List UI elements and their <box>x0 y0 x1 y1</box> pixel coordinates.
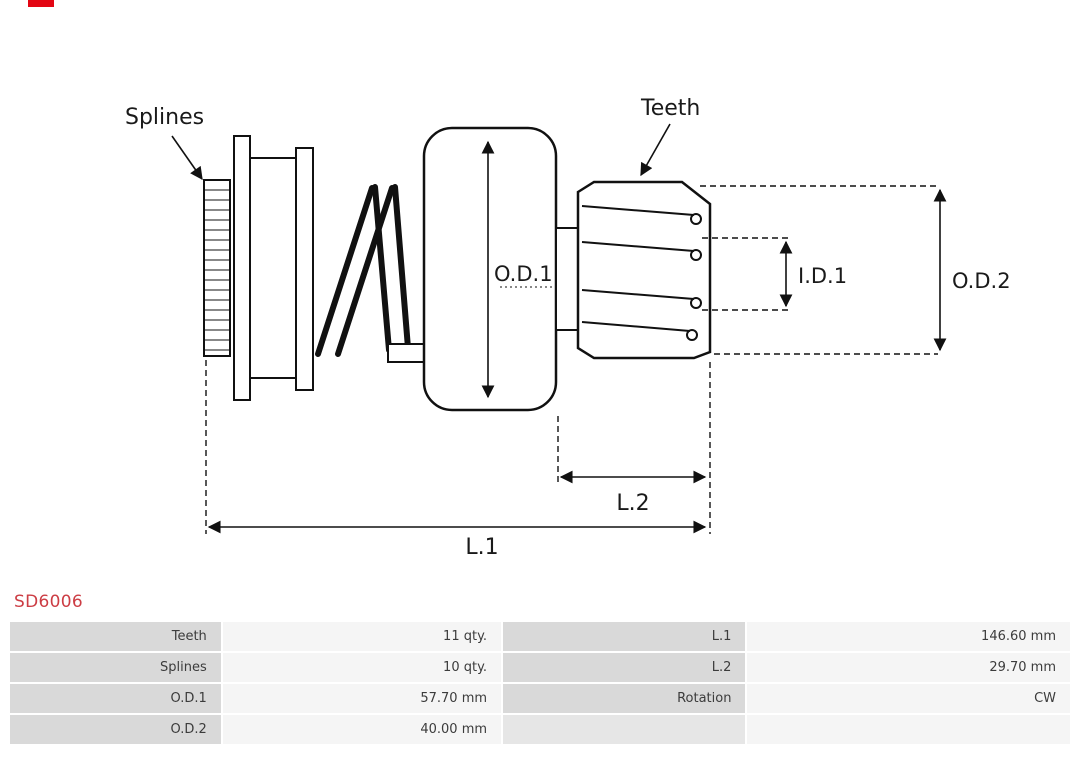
spec-row: Teeth 11 qty. L.1 146.60 mm <box>10 622 1070 651</box>
spec-label-rotation: Rotation <box>503 684 746 713</box>
spec-value-teeth: 11 qty. <box>222 622 502 651</box>
spec-label-splines: Splines <box>10 653 221 682</box>
neck <box>555 227 579 331</box>
spec-row: Splines 10 qty. L.2 29.70 mm <box>10 653 1070 682</box>
spec-label-teeth: Teeth <box>10 622 221 651</box>
spec-table: Teeth 11 qty. L.1 146.60 mm Splines 10 q… <box>8 620 1072 746</box>
splines-callout-arrow <box>171 135 203 181</box>
part-number: SD6006 <box>14 592 83 612</box>
spec-row: O.D.1 57.70 mm Rotation CW <box>10 684 1070 713</box>
shaft-link <box>387 343 429 363</box>
dimension-lines <box>171 123 947 534</box>
spec-label-l2: L.2 <box>503 653 746 682</box>
logo-fragment <box>28 0 54 7</box>
spec-value-l2: 29.70 mm <box>747 653 1070 682</box>
spec-value-empty <box>747 715 1070 744</box>
flange-left <box>233 135 251 401</box>
collar <box>249 157 297 379</box>
spec-label-l1: L.1 <box>503 622 746 651</box>
label-od2: O.D.2 <box>952 269 1011 293</box>
spec-label-od1: O.D.1 <box>10 684 221 713</box>
spring <box>315 184 411 357</box>
spec-value-rotation: CW <box>747 684 1070 713</box>
teeth-callout-arrow <box>640 123 671 177</box>
spec-value-od2: 40.00 mm <box>222 715 502 744</box>
splined-end <box>203 179 231 357</box>
label-id1: I.D.1 <box>798 264 847 288</box>
flange-right <box>295 147 314 391</box>
spline-hatching <box>205 189 229 351</box>
pinion-teeth-lines <box>581 205 702 341</box>
spec-row: O.D.2 40.00 mm <box>10 715 1070 744</box>
label-l1: L.1 <box>465 535 498 560</box>
label-splines: Splines <box>125 105 204 130</box>
label-od1: O.D.1 <box>494 262 553 286</box>
drive-body-outline <box>203 126 712 412</box>
spec-label-od2: O.D.2 <box>10 715 221 744</box>
pinion-gear <box>576 180 712 360</box>
spec-label-empty <box>503 715 746 744</box>
spec-value-l1: 146.60 mm <box>747 622 1070 651</box>
spec-value-od1: 57.70 mm <box>222 684 502 713</box>
spec-value-splines: 10 qty. <box>222 653 502 682</box>
label-l2: L.2 <box>616 491 649 516</box>
label-teeth: Teeth <box>640 96 700 121</box>
technical-drawing: Splines Teeth O.D.1 I.D.1 O.D.2 L.2 L.1 <box>125 96 1011 560</box>
construction-lines <box>205 185 938 534</box>
